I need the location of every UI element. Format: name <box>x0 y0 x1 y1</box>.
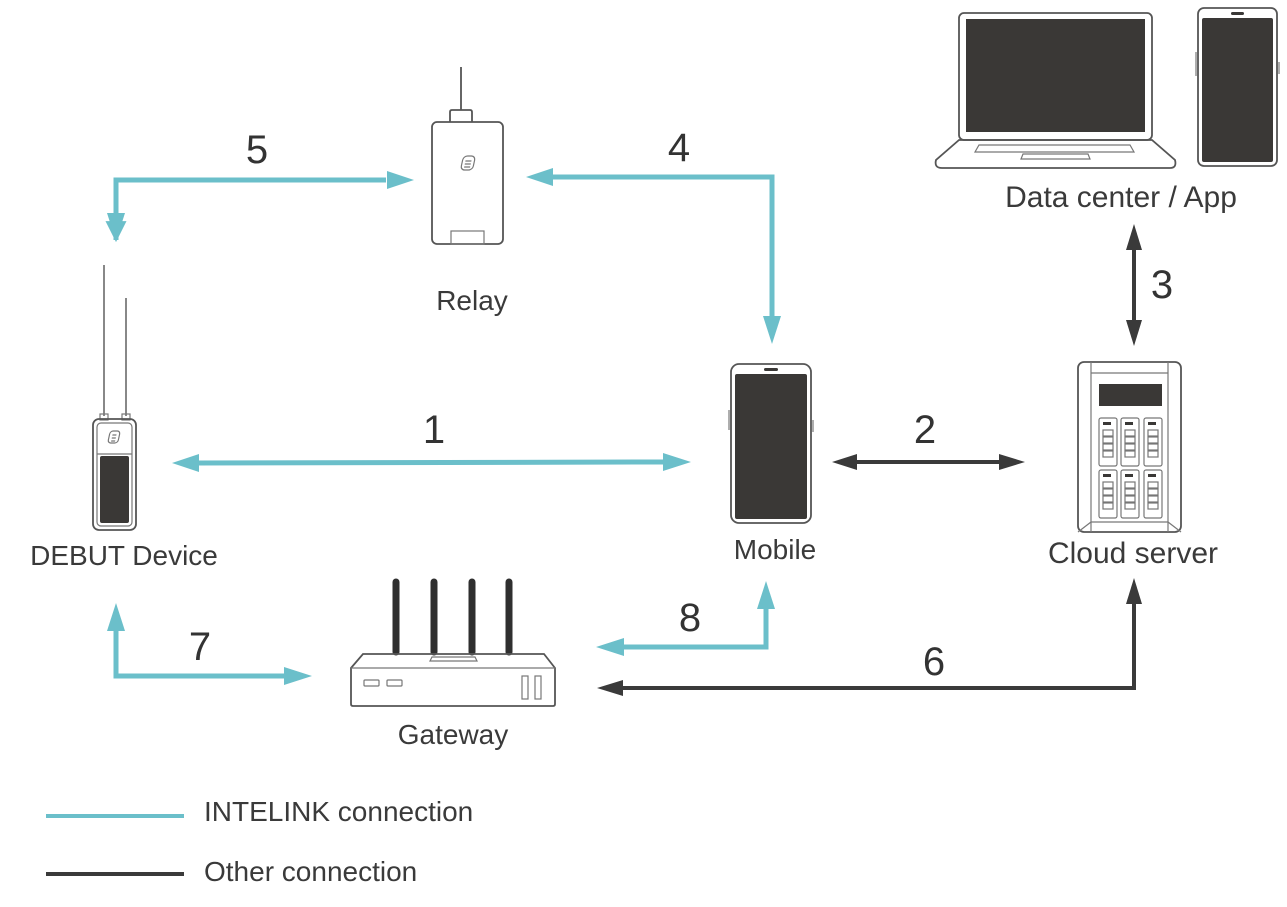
connection-8-arrowhead-left <box>596 638 624 656</box>
server-bay-slot <box>1102 488 1114 496</box>
server-bay-slot <box>1124 429 1136 437</box>
server-drive-bay <box>1143 417 1163 467</box>
mobile-label: Mobile <box>733 534 817 565</box>
router-gateway-icon <box>350 578 556 707</box>
server-rack-icon <box>1077 361 1182 533</box>
server-bay-led <box>1148 474 1156 477</box>
connection-4-line <box>553 174 775 318</box>
server-bay-slot <box>1147 488 1159 496</box>
server-bay-slot <box>1102 429 1114 437</box>
connection-7-line <box>113 630 285 679</box>
connection-2-arrowhead-left <box>832 454 857 470</box>
server-bay-slot <box>1124 495 1136 503</box>
connection-8-number: 8 <box>678 596 702 640</box>
server-bay-slot <box>1124 481 1136 489</box>
connection-6-line <box>622 603 1136 690</box>
connection-3-number: 3 <box>1150 263 1174 307</box>
server-drive-bay <box>1098 417 1118 467</box>
connection-5-line <box>105 177 386 243</box>
legend-intelink-label: INTELINK connection <box>204 796 474 827</box>
server-bay-slot <box>1147 502 1159 510</box>
connection-4-number: 4 <box>667 126 691 170</box>
server-drive-bay <box>1120 469 1140 519</box>
server-bay-led <box>1103 422 1111 425</box>
connection-3-arrowhead-down <box>1126 320 1142 346</box>
connection-5-arrowhead <box>387 171 414 189</box>
smartphone-icon <box>728 363 814 524</box>
server-bay-led <box>1148 422 1156 425</box>
connection-1-number: 1 <box>422 408 446 452</box>
server-bay-slot <box>1102 502 1114 510</box>
connection-2-number: 2 <box>913 408 937 452</box>
relay-label: Relay <box>436 285 508 316</box>
server-bay-led <box>1103 474 1111 477</box>
server-bay-slot <box>1102 436 1114 444</box>
connection-8-line <box>624 608 769 650</box>
cloud-server-label: Cloud server <box>1047 537 1219 570</box>
connection-6-arrowhead-left <box>597 680 623 696</box>
connection-7-number: 7 <box>188 625 212 669</box>
connection-3-arrowhead-up <box>1126 224 1142 250</box>
server-bay-slot <box>1147 443 1159 451</box>
connection-1-line <box>197 459 665 466</box>
connection-2-arrowhead-right <box>999 454 1025 470</box>
connection-1-arrowhead-left <box>172 454 199 472</box>
server-bay-slot <box>1124 502 1136 510</box>
server-bay-slot <box>1147 495 1159 503</box>
server-drive-bay <box>1120 417 1140 467</box>
debut-device-label: DEBUT Device <box>30 540 218 571</box>
server-drive-bay <box>1098 469 1118 519</box>
server-bay-led <box>1125 474 1133 477</box>
laptop-icon <box>934 12 1177 169</box>
data-center-label: Data center / App <box>1005 181 1237 214</box>
server-bay-led <box>1125 422 1133 425</box>
connection-4-arrowhead-left <box>526 168 553 186</box>
server-bay-slot <box>1124 450 1136 458</box>
connection-8-arrowhead-up <box>757 581 775 609</box>
server-bay-slot <box>1102 495 1114 503</box>
handheld-radio-device-icon <box>92 265 137 531</box>
server-bay-slot <box>1102 443 1114 451</box>
relay-device-icon <box>431 67 504 245</box>
server-bay-slot <box>1147 436 1159 444</box>
connection-1-arrowhead-right <box>663 453 691 471</box>
server-bay-slot <box>1102 450 1114 458</box>
connection-5-arrowhead-down <box>107 213 125 241</box>
server-bay-slot <box>1124 443 1136 451</box>
server-drive-bay <box>1143 469 1163 519</box>
server-bay-slot <box>1147 450 1159 458</box>
data-center-phone-icon <box>1195 7 1280 167</box>
legend-other-label: Other connection <box>204 856 418 887</box>
connection-4-arrowhead-down <box>763 316 781 344</box>
server-bay-slot <box>1102 481 1114 489</box>
connection-6-arrowhead-up <box>1126 578 1142 604</box>
connection-5-number: 5 <box>245 128 269 172</box>
server-bay-slot <box>1147 481 1159 489</box>
server-bay-slot <box>1147 429 1159 437</box>
server-bay-slot <box>1124 488 1136 496</box>
server-bay-slot <box>1124 436 1136 444</box>
connection-7-arrowhead-up <box>107 603 125 631</box>
connection-6-number: 6 <box>922 640 946 684</box>
gateway-label: Gateway <box>397 719 509 750</box>
connection-7-arrowhead-right <box>284 667 312 685</box>
